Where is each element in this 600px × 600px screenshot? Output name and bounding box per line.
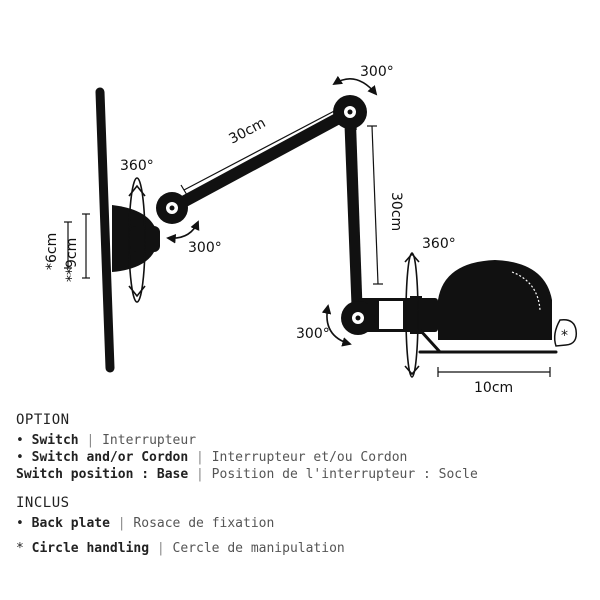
note-mark: * [16,541,24,556]
separator: | [196,450,204,465]
circle-handling-icon: * [553,318,578,347]
option-item: • Switch and/or Cordon | Interrupteur et… [16,449,586,466]
backplate-large-label: **9cm [64,238,80,282]
arm1-dimension: 30cm [180,102,344,196]
shade-dimension: 10cm [437,367,551,396]
lamp-head [358,260,558,354]
circle-handling-symbol: * [561,328,568,344]
inclus-item-en: Back plate [31,516,110,531]
circle-handling-en: Circle handling [31,541,150,556]
bullet: • [16,450,24,465]
separator: | [117,516,126,531]
inclus-heading: INCLUS [16,495,70,511]
backplate-dimensions: *6cm **9cm [44,213,90,282]
joint1-rotation-indicator: 300° [166,220,222,256]
shade-length-label: 10cm [474,380,513,396]
circle-handling-fr: Cercle de manipulation [172,541,345,556]
switch-position-fr: Position de l'interrupteur : Socle [211,467,478,482]
wall-plate [95,87,160,373]
separator: | [156,541,165,556]
bullet: • [16,433,24,448]
option-item-en: Switch [31,433,79,448]
base-rotation-label: 360° [120,158,154,174]
legend: OPTION • Switch | Interrupteur • Switch … [16,412,586,557]
upper-arm [344,106,364,324]
arm2-dimension: 30cm [367,125,404,285]
arm1-length-label: 30cm [226,115,268,148]
separator: | [86,433,95,448]
base-rotation-indicator: 360° [120,158,154,303]
backplate-small-label: *6cm [44,233,60,270]
inclus-item: • Back plate | Rosace de fixation [16,515,586,532]
option-item-fr: Interrupteur [102,433,197,448]
lamp-dimension-diagram: *6cm **9cm 360° [44,64,578,396]
joint-base [156,192,188,224]
lower-arm [166,106,356,215]
shade-rotation-indicator: 360° [404,236,456,378]
arm2-length-label: 30cm [388,192,404,231]
option-heading: OPTION [16,412,70,428]
joint-elbow [333,95,367,129]
shade-rotation-label: 360° [422,236,456,252]
separator: | [196,467,204,482]
joint1-rotation-label: 300° [188,240,222,256]
joint3-rotation-indicator: 300° [296,304,352,347]
inclus-item-fr: Rosace de fixation [133,516,275,531]
joint-head [341,301,375,335]
circle-handling-note: * Circle handling | Cercle de manipulati… [16,540,586,557]
joint2-rotation-label: 300° [360,64,394,80]
joint2-rotation-indicator: 300° [332,64,394,96]
option-item: • Switch | Interrupteur [16,432,586,449]
switch-position-en: Switch position : Base [16,467,189,482]
bullet: • [16,516,24,531]
switch-position: Switch position : Base | Position de l'i… [16,466,586,483]
joint3-rotation-label: 300° [296,326,330,342]
option-item-en: Switch and/or Cordon [31,450,189,465]
option-item-fr: Interrupteur et/ou Cordon [211,450,408,465]
